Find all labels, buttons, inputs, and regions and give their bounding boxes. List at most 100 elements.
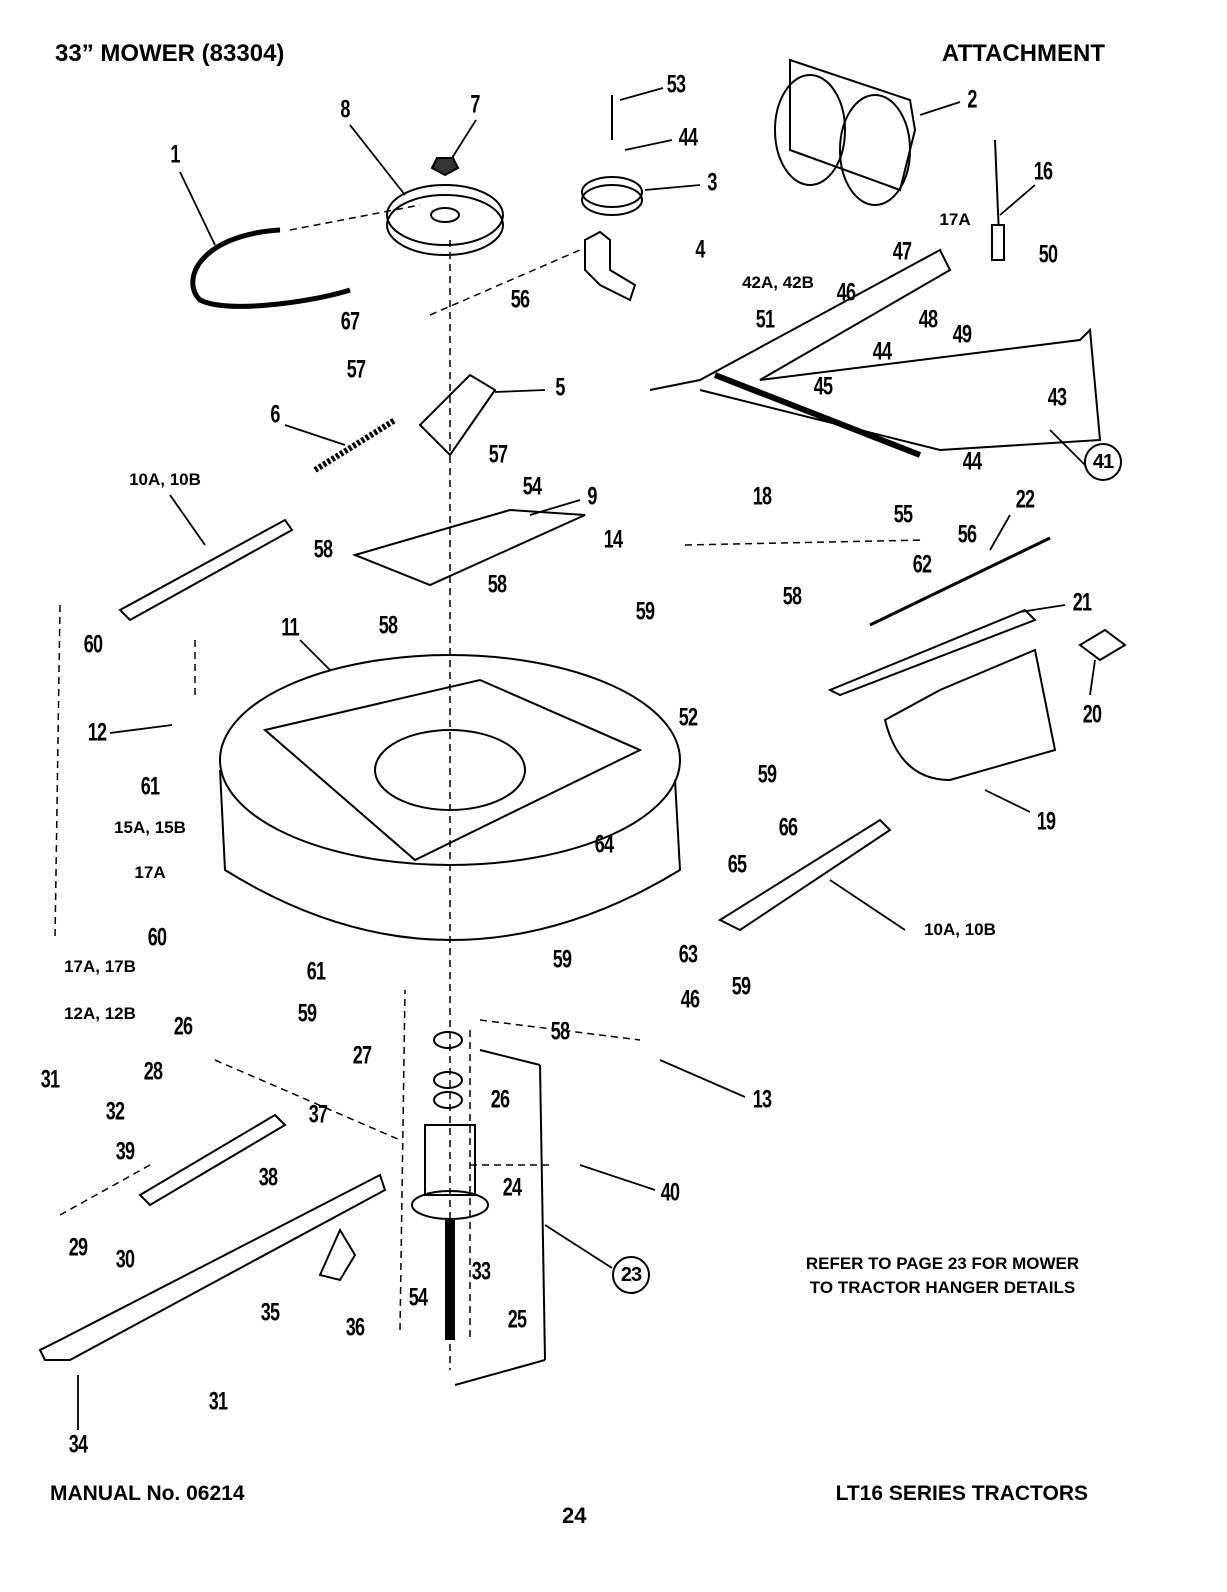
callout-21: 21 bbox=[1072, 588, 1092, 617]
callout-17a: 17A bbox=[939, 210, 971, 229]
callout-14: 14 bbox=[603, 525, 623, 554]
callout-25: 25 bbox=[507, 1305, 527, 1334]
deflector-tab bbox=[1078, 628, 1127, 662]
manual-number: MANUAL No. 06214 bbox=[50, 1482, 245, 1505]
callout-59: 59 bbox=[731, 972, 751, 1001]
callout-20: 20 bbox=[1082, 700, 1102, 729]
callout-44: 44 bbox=[962, 447, 982, 476]
callout-13: 13 bbox=[752, 1085, 772, 1114]
callout-19: 19 bbox=[1036, 807, 1056, 836]
callout-52: 52 bbox=[678, 703, 698, 732]
callout-41: 41 bbox=[1084, 443, 1122, 481]
callout-59: 59 bbox=[552, 945, 572, 974]
callout-11: 11 bbox=[281, 613, 299, 642]
callout-18: 18 bbox=[752, 482, 772, 511]
callout-42a-42b: 42A, 42B bbox=[742, 273, 814, 292]
callout-61: 61 bbox=[306, 957, 326, 986]
callout-17a: 17A bbox=[134, 863, 166, 882]
callout-24: 24 bbox=[502, 1173, 522, 1202]
callout-57: 57 bbox=[488, 440, 508, 469]
callout-56: 56 bbox=[957, 520, 977, 549]
spindle-housing bbox=[424, 1124, 476, 1196]
clutch-pulley bbox=[774, 74, 846, 186]
callout-67: 67 bbox=[340, 307, 360, 336]
callout-44: 44 bbox=[872, 337, 892, 366]
callout-1: 1 bbox=[170, 140, 180, 169]
blade-bracket bbox=[318, 1227, 357, 1282]
callout-54: 54 bbox=[522, 472, 542, 501]
mounting-plate bbox=[351, 508, 586, 587]
callout-31: 31 bbox=[208, 1387, 228, 1416]
callout-58: 58 bbox=[313, 535, 333, 564]
dashed-guides bbox=[54, 204, 926, 1370]
callout-65: 65 bbox=[727, 850, 747, 879]
callout-48: 48 bbox=[918, 305, 938, 334]
callout-26: 26 bbox=[173, 1012, 193, 1041]
callout-15a-15b: 15A, 15B bbox=[114, 818, 186, 837]
callout-58: 58 bbox=[487, 570, 507, 599]
callout-54: 54 bbox=[408, 1283, 428, 1312]
callout-6: 6 bbox=[270, 400, 280, 429]
leader-lines bbox=[77, 87, 1096, 1430]
callout-22: 22 bbox=[1015, 485, 1035, 514]
callout-33: 33 bbox=[471, 1257, 491, 1286]
callout-12: 12 bbox=[87, 718, 107, 747]
callout-61: 61 bbox=[140, 772, 160, 801]
callout-63: 63 bbox=[678, 940, 698, 969]
callout-62: 62 bbox=[912, 550, 932, 579]
callout-55: 55 bbox=[893, 500, 913, 529]
discharge-chute bbox=[883, 648, 1057, 782]
spring bbox=[313, 417, 397, 473]
callout-29: 29 bbox=[68, 1233, 88, 1262]
callout-10a-10b: 10A, 10B bbox=[924, 920, 996, 939]
callout-64: 64 bbox=[594, 830, 614, 859]
callout-49: 49 bbox=[952, 320, 972, 349]
page-number: 24 bbox=[562, 1503, 587, 1528]
idler-pulley bbox=[581, 176, 643, 208]
note-line-2: TO TRACTOR HANGER DETAILS bbox=[809, 1278, 1076, 1297]
blade-adapter bbox=[138, 1113, 287, 1207]
reference-note: REFER TO PAGE 23 FOR MOWER TO TRACTOR HA… bbox=[760, 1252, 1125, 1300]
callout-47: 47 bbox=[892, 237, 912, 266]
callout-38: 38 bbox=[258, 1163, 278, 1192]
callout-4: 4 bbox=[695, 235, 705, 264]
callout-17a-17b: 17A, 17B bbox=[64, 957, 136, 976]
callout-34: 34 bbox=[68, 1430, 88, 1459]
callout-58: 58 bbox=[550, 1017, 570, 1046]
lift-linkage bbox=[649, 248, 1102, 452]
callout-45: 45 bbox=[813, 372, 833, 401]
belt bbox=[190, 227, 351, 309]
callout-31: 31 bbox=[40, 1065, 60, 1094]
note-line-1: REFER TO PAGE 23 FOR MOWER bbox=[805, 1254, 1080, 1273]
callout-28: 28 bbox=[143, 1057, 163, 1086]
diagram-title: 33” MOWER (83304) bbox=[55, 40, 285, 67]
callout-10a-10b: 10A, 10B bbox=[129, 470, 201, 489]
callout-50: 50 bbox=[1038, 240, 1058, 269]
pulley bbox=[386, 184, 504, 246]
callout-27: 27 bbox=[352, 1041, 372, 1070]
callout-8: 8 bbox=[340, 95, 350, 124]
callout-36: 36 bbox=[345, 1313, 365, 1342]
callout-56: 56 bbox=[510, 285, 530, 314]
chute-hinge bbox=[827, 608, 1037, 697]
callout-58: 58 bbox=[378, 611, 398, 640]
callout-3: 3 bbox=[707, 168, 717, 197]
callout-51: 51 bbox=[755, 305, 775, 334]
callout-53: 53 bbox=[666, 70, 686, 99]
callout-5: 5 bbox=[555, 373, 565, 402]
callout-7: 7 bbox=[470, 90, 480, 119]
callout-46: 46 bbox=[680, 985, 700, 1014]
idler-bracket bbox=[584, 230, 637, 302]
callout-60: 60 bbox=[83, 630, 103, 659]
callout-30: 30 bbox=[115, 1245, 135, 1274]
callout-23: 23 bbox=[612, 1256, 650, 1294]
callout-35: 35 bbox=[260, 1298, 280, 1327]
callout-60: 60 bbox=[147, 923, 167, 952]
callout-37: 37 bbox=[308, 1100, 328, 1129]
callout-16: 16 bbox=[1033, 157, 1053, 186]
baffle bbox=[118, 518, 294, 622]
callout-26: 26 bbox=[490, 1085, 510, 1114]
callout-59: 59 bbox=[297, 999, 317, 1028]
